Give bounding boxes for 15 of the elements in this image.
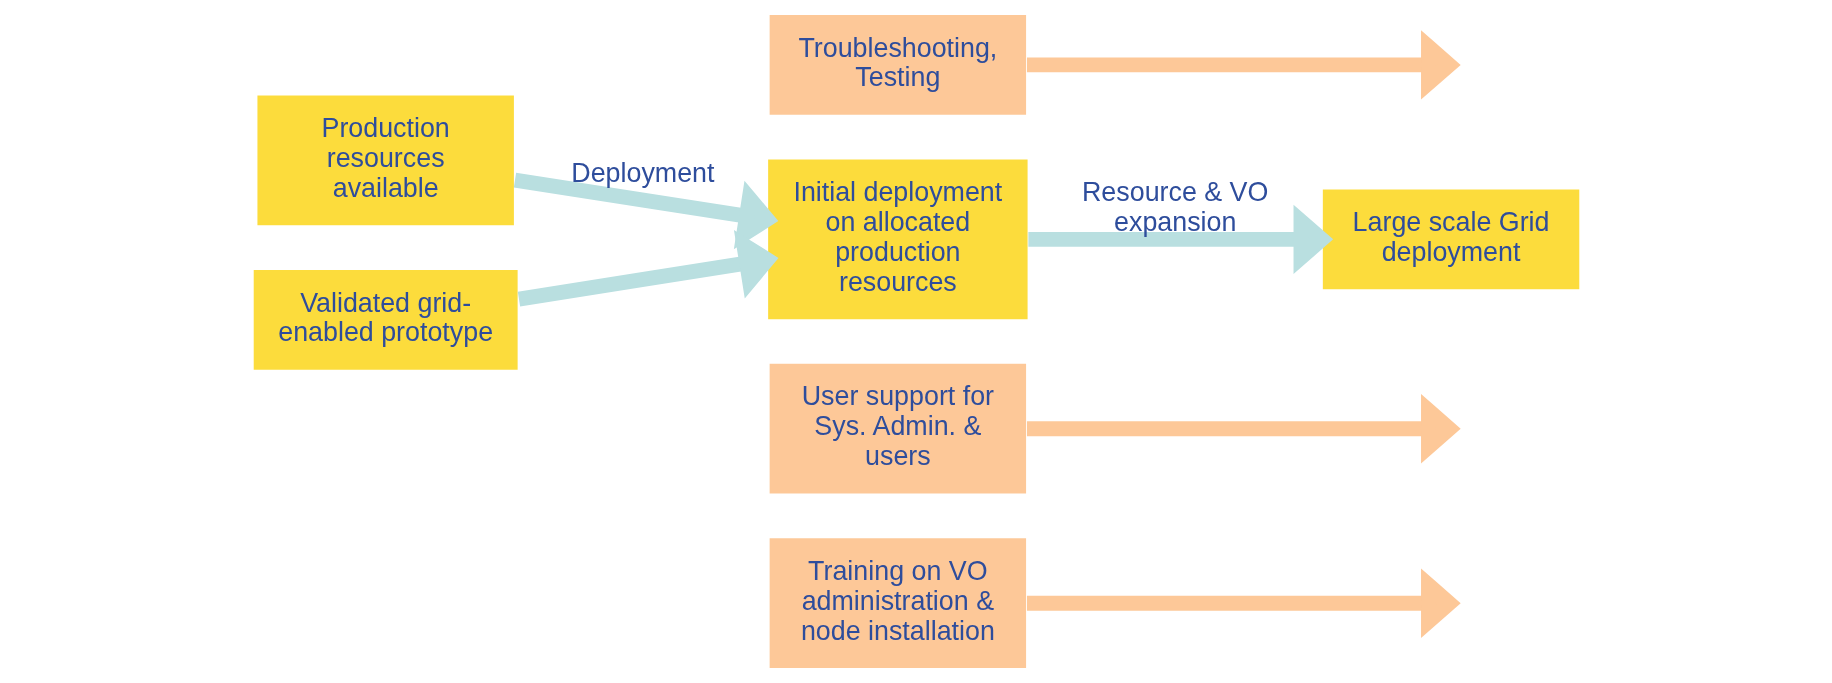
node-box: User support for Sys. Admin. & users: [767, 362, 1028, 496]
node-box: Initial deployment on allocated production resources: [766, 158, 1029, 321]
arrow: [1027, 204, 1333, 275]
node-box: Production resources available: [255, 93, 515, 227]
node-box: Troubleshooting, Testing: [767, 13, 1028, 117]
node-box: Validated grid-enabled prototype: [251, 268, 519, 372]
arrow: [517, 229, 778, 307]
arrow: [1026, 568, 1461, 638]
edge-label: Resource & VO expansion: [1081, 177, 1268, 238]
arrow: [513, 172, 778, 250]
arrow: [1026, 394, 1461, 464]
edge-label: Deployment: [570, 157, 714, 188]
node-box: Large scale Grid deployment: [1320, 187, 1581, 291]
arrow: [1026, 30, 1461, 100]
node-box: Training on VO administration & node installation: [767, 536, 1028, 670]
